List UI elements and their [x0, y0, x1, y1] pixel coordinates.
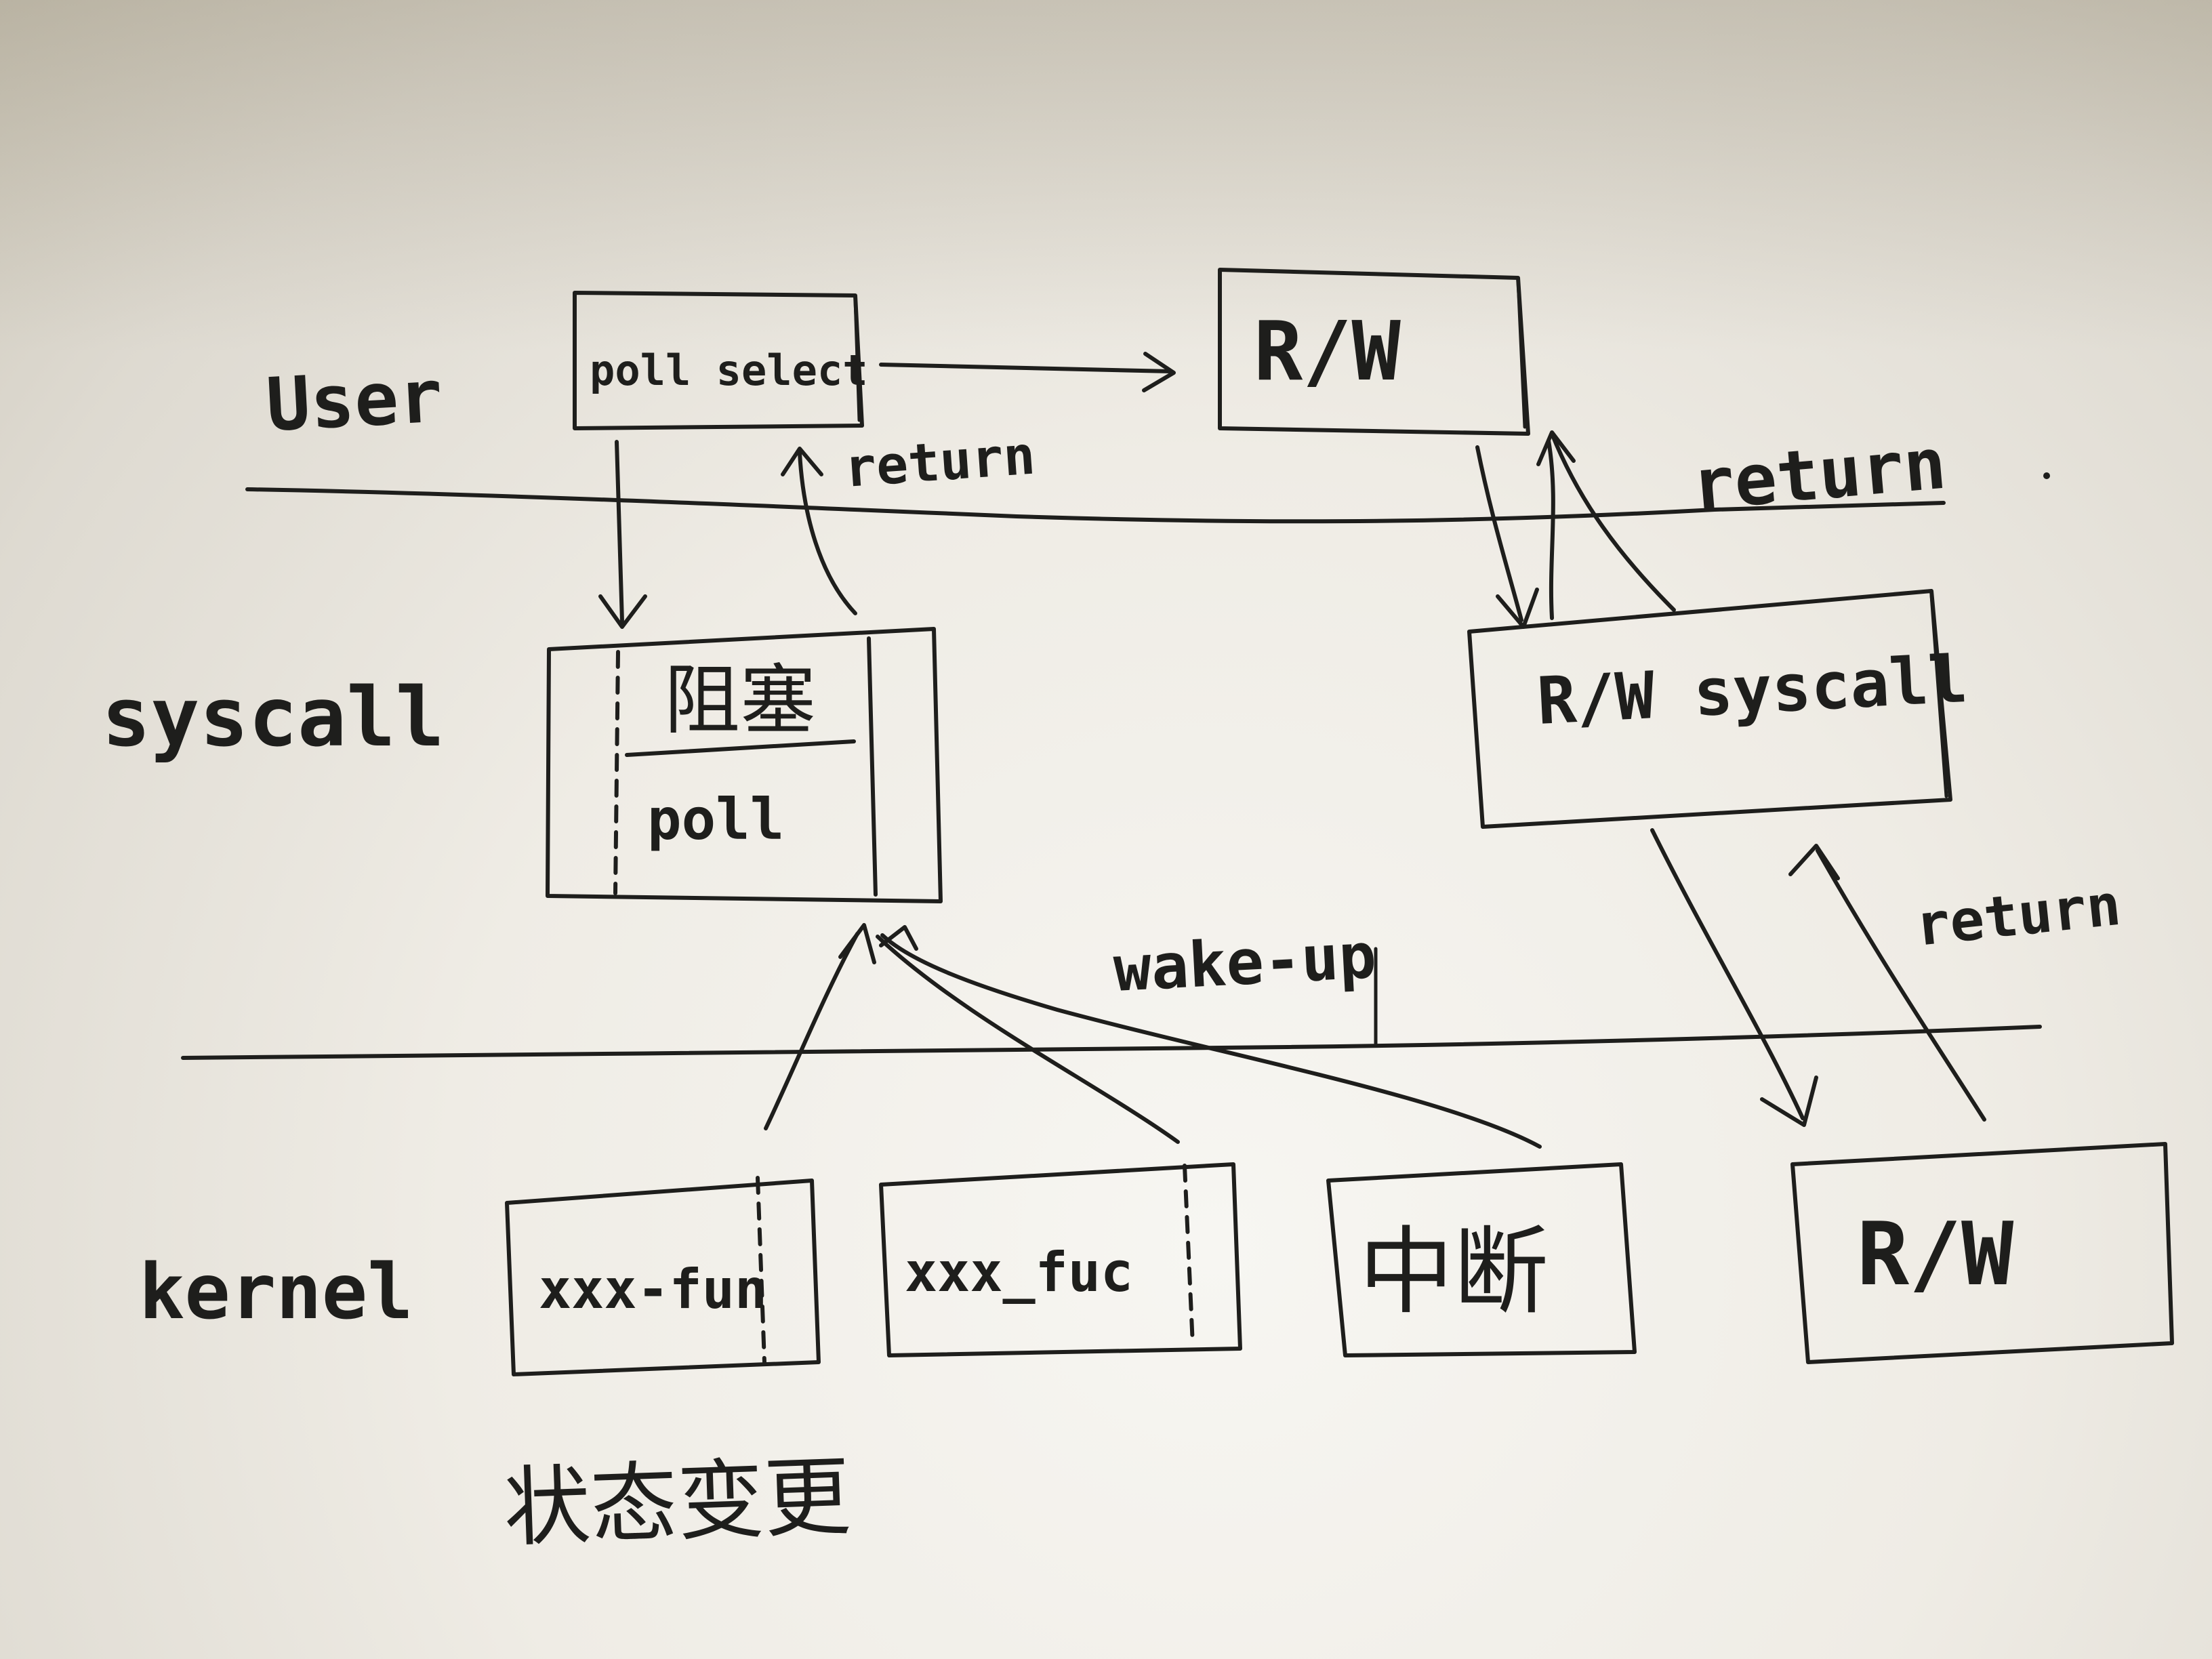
blocking-poll-label: poll: [647, 786, 784, 853]
syscall-kernel-divider: [181, 1025, 2042, 1060]
arrow-poll-return: [781, 447, 857, 615]
interrupt-box: 中断: [1326, 1162, 1637, 1357]
return-label-poll: return: [842, 426, 1037, 499]
user-rw-label: R/W: [1254, 305, 1401, 399]
user-syscall-divider: [245, 487, 1946, 524]
return-label-rw-user: return: [1689, 422, 1950, 527]
kernel-rw-box: R/W: [1790, 1142, 2174, 1364]
arrow-rw-return-user: [1536, 430, 1676, 620]
kernel-rw-label: R/W: [1857, 1204, 2014, 1305]
blocking-poll-box: 阻塞 poll: [546, 627, 943, 903]
blocking-title: 阻塞: [664, 657, 816, 745]
arrow-rw-syscall-to-kernel: [1650, 828, 1818, 1127]
xxx-fuc-box: xxx_fuc: [879, 1162, 1242, 1357]
rw-syscall-label: R/W syscall: [1535, 641, 1969, 739]
arrow-poll-down: [598, 440, 647, 629]
xxx-fun-label: xxx-fun: [539, 1258, 767, 1321]
arrow-kernel-rw-return: [1788, 844, 1986, 1122]
arrow-poll-to-rw: [879, 352, 1176, 392]
layer-label-user: User: [264, 354, 445, 448]
arrow-rw-down: [1475, 445, 1539, 629]
rw-syscall-box: R/W syscall: [1467, 589, 1969, 829]
xxx-fun-box: xxx-fun: [505, 1176, 821, 1376]
poll-select-box: poll select: [573, 291, 868, 430]
layer-label-kernel: kernel: [139, 1248, 413, 1336]
xxx-fuc-label: xxx_fuc: [905, 1241, 1133, 1304]
wakeup-arrows: [764, 923, 1542, 1149]
return-label-rw-kernel: return: [1912, 872, 2124, 959]
ink-dot: [2043, 472, 2050, 479]
interrupt-label: 中断: [1359, 1217, 1549, 1328]
layer-label-syscall: syscall: [102, 671, 445, 765]
state-change-label: 状态变更: [502, 1446, 853, 1559]
user-rw-box: R/W: [1218, 268, 1530, 436]
poll-select-label: poll select: [590, 346, 868, 395]
wake-up-label: wake-up: [1112, 920, 1378, 1006]
